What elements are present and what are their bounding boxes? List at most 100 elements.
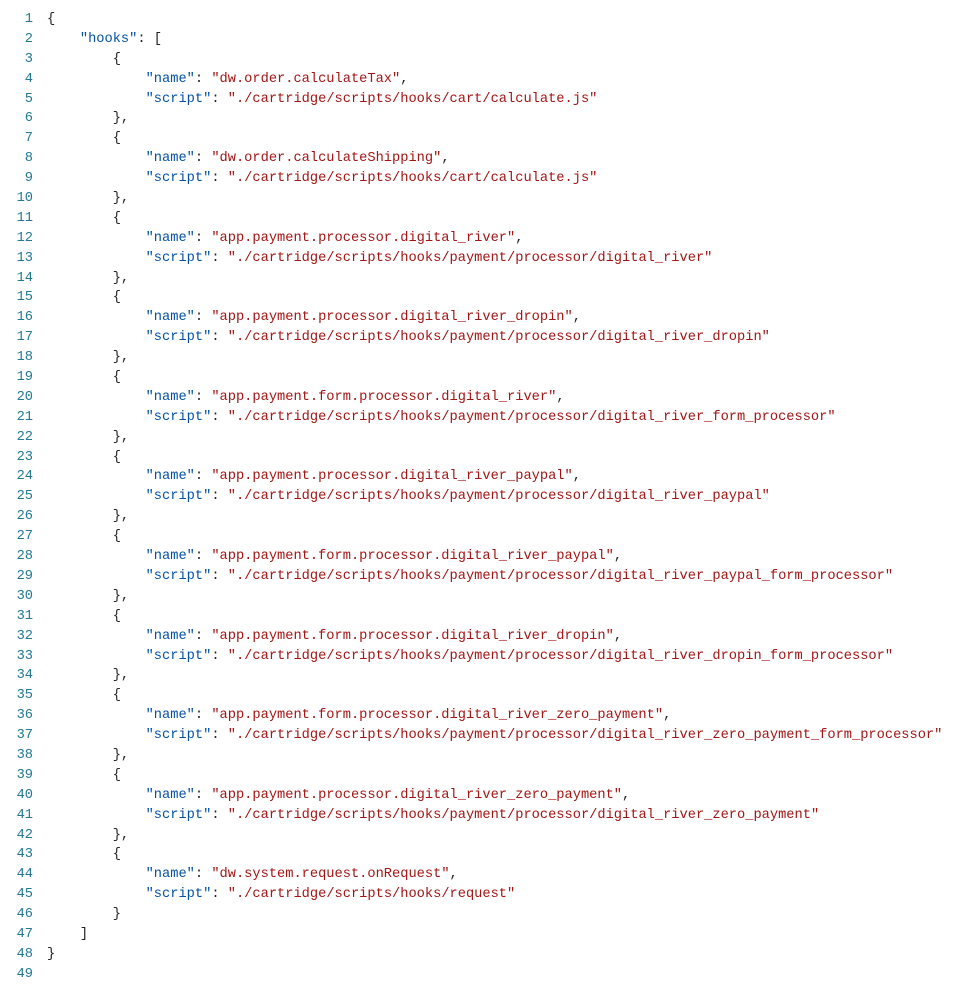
code-line[interactable]: 39 {	[0, 766, 961, 786]
line-content: "name": "app.payment.form.processor.digi…	[145, 549, 623, 565]
code-line[interactable]: 27 {	[0, 527, 961, 547]
line-number: 23	[16, 449, 33, 465]
code-line[interactable]: 3 {	[0, 50, 961, 70]
line-content: "name": "app.payment.processor.digital_r…	[145, 787, 631, 803]
code-line[interactable]: 42 },	[0, 826, 961, 846]
line-number: 18	[16, 350, 33, 366]
line-number: 7	[24, 131, 33, 147]
code-line[interactable]: 47 ]	[0, 925, 961, 945]
code-line[interactable]: 9 "script": "./cartridge/scripts/hooks/c…	[0, 169, 961, 189]
hook-name-value: "app.payment.form.processor.digital_rive…	[211, 628, 614, 644]
line-content: "script": "./cartridge/scripts/hooks/pay…	[145, 568, 894, 584]
code-line[interactable]: 20 "name": "app.payment.form.processor.d…	[0, 388, 961, 408]
code-line[interactable]: 2 "hooks": [	[0, 30, 961, 50]
line-content: "name": "app.payment.form.processor.digi…	[145, 708, 672, 724]
code-line[interactable]: 17 "script": "./cartridge/scripts/hooks/…	[0, 328, 961, 348]
code-line[interactable]: 21 "script": "./cartridge/scripts/hooks/…	[0, 408, 961, 428]
line-number: 4	[24, 71, 33, 87]
code-line[interactable]: 38 },	[0, 746, 961, 766]
hook-name-value: "app.payment.form.processor.digital_rive…	[211, 549, 614, 565]
code-line[interactable]: 10 },	[0, 189, 961, 209]
line-content: {	[47, 51, 121, 67]
line-content: "name": "dw.order.calculateTax",	[145, 71, 409, 87]
code-line[interactable]: 6 },	[0, 109, 961, 129]
code-line[interactable]: 7 {	[0, 129, 961, 149]
code-line[interactable]: 25 "script": "./cartridge/scripts/hooks/…	[0, 487, 961, 507]
code-line[interactable]: 46 }	[0, 905, 961, 925]
code-line[interactable]: 49	[0, 965, 961, 985]
code-line[interactable]: 26 },	[0, 507, 961, 527]
script-key: "script"	[145, 250, 212, 266]
code-line[interactable]: 44 "name": "dw.system.request.onRequest"…	[0, 865, 961, 885]
code-line[interactable]: 30 },	[0, 587, 961, 607]
code-line[interactable]: 24 "name": "app.payment.processor.digita…	[0, 467, 961, 487]
code-line[interactable]: 33 "script": "./cartridge/scripts/hooks/…	[0, 647, 961, 667]
code-line[interactable]: 37 "script": "./cartridge/scripts/hooks/…	[0, 726, 961, 746]
line-content: },	[47, 588, 130, 604]
code-line[interactable]: 22 },	[0, 428, 961, 448]
code-line[interactable]: 45 "script": "./cartridge/scripts/hooks/…	[0, 885, 961, 905]
line-number: 33	[16, 648, 33, 664]
script-key: "script"	[145, 171, 212, 187]
script-key: "script"	[145, 728, 212, 744]
script-key: "script"	[145, 807, 212, 823]
hook-script-value: "./cartridge/scripts/hooks/request"	[227, 887, 516, 903]
line-number: 8	[24, 151, 33, 167]
line-number: 17	[16, 330, 33, 346]
line-number: 5	[24, 91, 33, 107]
code-line[interactable]: 23 {	[0, 448, 961, 468]
code-line[interactable]: 35 {	[0, 686, 961, 706]
line-content: "name": "app.payment.processor.digital_r…	[145, 230, 524, 246]
line-content: "script": "./cartridge/scripts/hooks/pay…	[145, 489, 770, 505]
code-line[interactable]: 4 "name": "dw.order.calculateTax",	[0, 70, 961, 90]
code-line[interactable]: 1{	[0, 10, 961, 30]
hook-name-value: "app.payment.processor.digital_river"	[211, 230, 516, 246]
line-content: "script": "./cartridge/scripts/hooks/pay…	[145, 409, 836, 425]
line-number: 29	[16, 568, 33, 584]
line-number: 40	[16, 787, 33, 803]
script-key: "script"	[145, 409, 212, 425]
code-line[interactable]: 29 "script": "./cartridge/scripts/hooks/…	[0, 567, 961, 587]
code-line[interactable]: 34 },	[0, 666, 961, 686]
line-number: 14	[16, 270, 33, 286]
code-line[interactable]: 8 "name": "dw.order.calculateShipping",	[0, 149, 961, 169]
line-content: }	[47, 946, 56, 962]
line-content: "script": "./cartridge/scripts/hooks/car…	[145, 171, 598, 187]
line-content: {	[47, 608, 121, 624]
name-key: "name"	[145, 469, 195, 485]
code-line[interactable]: 5 "script": "./cartridge/scripts/hooks/c…	[0, 90, 961, 110]
code-line[interactable]: 41 "script": "./cartridge/scripts/hooks/…	[0, 806, 961, 826]
name-key: "name"	[145, 867, 195, 883]
code-line[interactable]: 15 {	[0, 288, 961, 308]
line-number: 16	[16, 310, 33, 326]
name-key: "name"	[145, 628, 195, 644]
hook-script-value: "./cartridge/scripts/hooks/payment/proce…	[227, 250, 713, 266]
script-key: "script"	[145, 489, 212, 505]
line-number: 37	[16, 728, 33, 744]
code-line[interactable]: 31 {	[0, 607, 961, 627]
code-line[interactable]: 11 {	[0, 209, 961, 229]
line-number: 27	[16, 529, 33, 545]
code-line[interactable]: 19 {	[0, 368, 961, 388]
code-editor[interactable]: 1{2 "hooks": [3 {4 "name": "dw.order.cal…	[0, 10, 961, 985]
line-number: 44	[16, 867, 33, 883]
line-number: 11	[16, 210, 33, 226]
code-line[interactable]: 14 },	[0, 269, 961, 289]
code-line[interactable]: 43 {	[0, 845, 961, 865]
code-line[interactable]: 36 "name": "app.payment.form.processor.d…	[0, 706, 961, 726]
code-line[interactable]: 13 "script": "./cartridge/scripts/hooks/…	[0, 249, 961, 269]
line-number: 13	[16, 250, 33, 266]
line-number: 42	[16, 827, 33, 843]
line-number: 38	[16, 747, 33, 763]
code-line[interactable]: 32 "name": "app.payment.form.processor.d…	[0, 627, 961, 647]
line-number: 49	[16, 966, 33, 982]
code-line[interactable]: 48}	[0, 945, 961, 965]
line-number: 6	[24, 111, 33, 127]
code-line[interactable]: 40 "name": "app.payment.processor.digita…	[0, 786, 961, 806]
hook-script-value: "./cartridge/scripts/hooks/payment/proce…	[227, 648, 894, 664]
code-line[interactable]: 28 "name": "app.payment.form.processor.d…	[0, 547, 961, 567]
code-line[interactable]: 18 },	[0, 348, 961, 368]
code-line[interactable]: 16 "name": "app.payment.processor.digita…	[0, 308, 961, 328]
hook-script-value: "./cartridge/scripts/hooks/cart/calculat…	[227, 91, 598, 107]
code-line[interactable]: 12 "name": "app.payment.processor.digita…	[0, 229, 961, 249]
